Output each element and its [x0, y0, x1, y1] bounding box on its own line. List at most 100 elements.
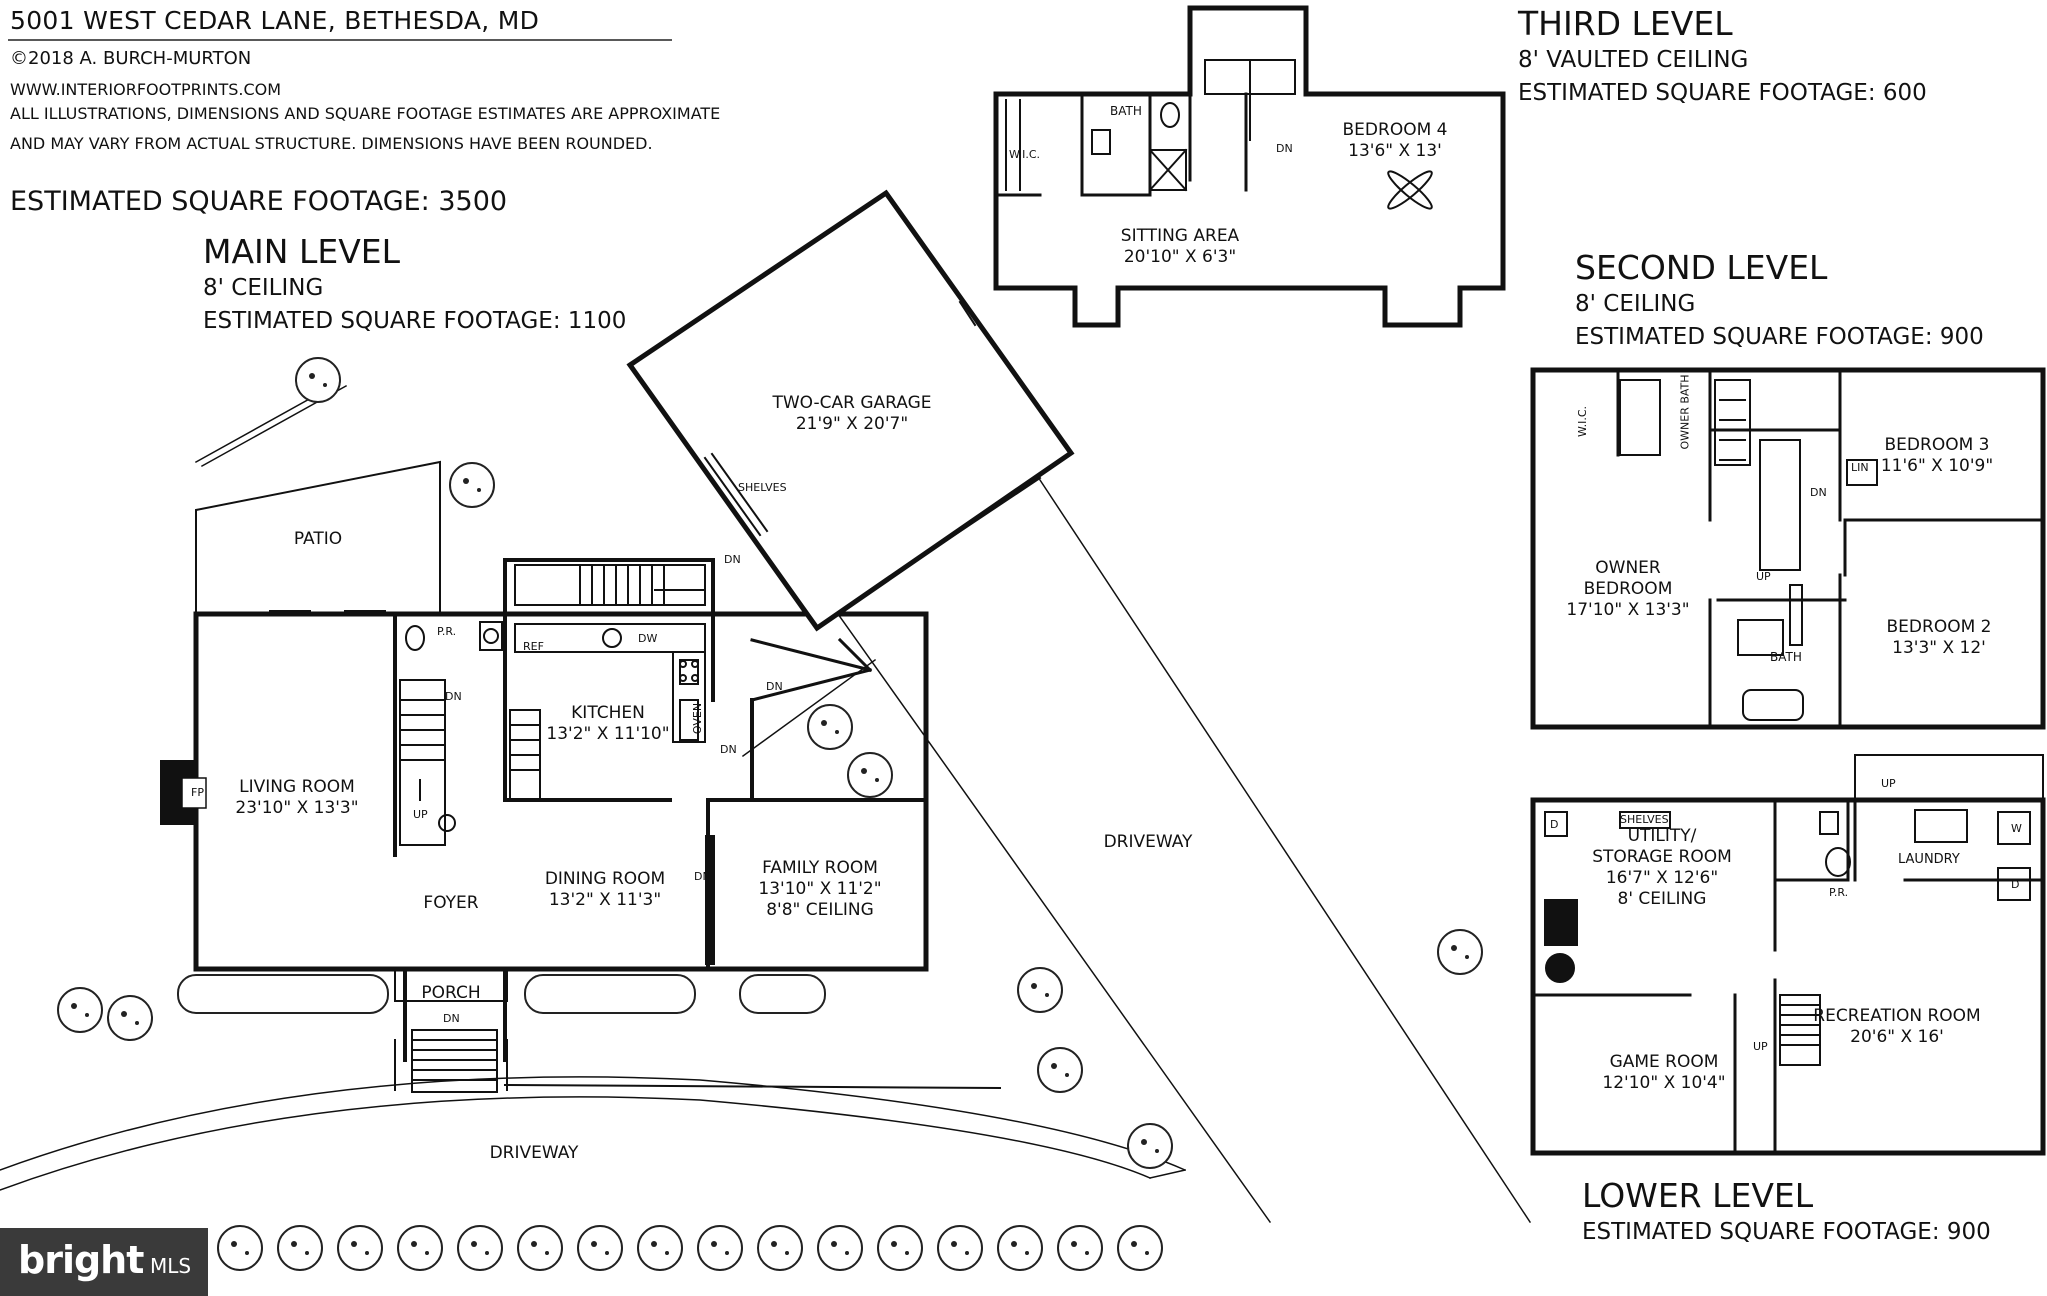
utility-room-ceiling: 8' CEILING: [1617, 889, 1707, 909]
bedroom-4-name: BEDROOM 4: [1342, 120, 1448, 140]
kitchen-dimensions: 13'2" X 11'10": [546, 724, 670, 744]
second-stairs-up-label: UP: [1756, 570, 1771, 583]
bedroom-2-label: BEDROOM 2 13'3" X 12': [1887, 617, 1992, 659]
lower-d-label: D: [1550, 818, 1559, 831]
main-level-sqft: ESTIMATED SQUARE FOOTAGE: 1100: [203, 308, 627, 334]
sitting-area-name: SITTING AREA: [1120, 226, 1240, 246]
foyer-label: FOYER: [423, 893, 479, 913]
family-room-name: FAMILY ROOM: [762, 858, 878, 878]
laundry-label: LAUNDRY: [1898, 852, 1960, 867]
landscape-bushes: [57, 357, 1483, 1271]
sitting-area-label: SITTING AREA 20'10" X 6'3": [1121, 226, 1239, 268]
porch-label: PORCH: [421, 983, 481, 1003]
living-room-dimensions: 23'10" X 13'3": [235, 798, 359, 818]
lower-level-sqft: ESTIMATED SQUARE FOOTAGE: 900: [1582, 1219, 1991, 1245]
third-level-title: THIRD LEVEL: [1518, 4, 1733, 43]
porch-stairs-label: DN: [443, 1012, 460, 1025]
main-level-ceiling: 8' CEILING: [203, 275, 324, 301]
living-room-name: LIVING ROOM: [239, 777, 355, 797]
family-stairs-down-label: DN: [720, 743, 737, 756]
oven-label: OVEN: [691, 702, 705, 735]
dining-room-dimensions: 13'2" X 11'3": [548, 890, 662, 910]
property-address: 5001 WEST CEDAR LANE, BETHESDA, MD: [10, 6, 540, 35]
bedroom-4-label: BEDROOM 4 13'6" X 13': [1343, 120, 1448, 162]
total-square-footage: ESTIMATED SQUARE FOOTAGE: 3500: [10, 186, 508, 217]
owner-bedroom-label: OWNER BEDROOM 17'10" X 13'3": [1566, 558, 1689, 621]
bedroom-3-name: BEDROOM 3: [1884, 435, 1990, 455]
refrigerator-label: REF: [523, 640, 544, 653]
bedroom-4-dimensions: 13'6" X 13': [1348, 141, 1442, 161]
washer-label: W: [2011, 822, 2022, 835]
disclaimer-line-1: ALL ILLUSTRATIONS, DIMENSIONS AND SQUARE…: [10, 104, 721, 123]
dining-room-label: DINING ROOM 13'2" X 11'3": [545, 869, 665, 911]
recreation-room-dimensions: 20'6" X 16': [1850, 1027, 1944, 1047]
kitchen-name: KITCHEN: [571, 703, 645, 723]
main-level-title: MAIN LEVEL: [203, 232, 401, 271]
third-wic-label: W.I.C.: [1009, 148, 1041, 161]
family-room-label: FAMILY ROOM 13'10" X 11'2" 8'8" CEILING: [758, 858, 881, 921]
third-level-sqft: ESTIMATED SQUARE FOOTAGE: 600: [1518, 80, 1927, 106]
owner-bath-label: OWNER BATH: [1678, 374, 1692, 450]
kitchen-stairs-down-label: DN: [724, 553, 741, 566]
bright-mls-logo-brand: bright: [18, 1238, 144, 1282]
dining-room-name: DINING ROOM: [544, 869, 666, 889]
lower-shelves-label: SHELVES: [1620, 813, 1669, 826]
front-driveway-label: DRIVEWAY: [489, 1143, 579, 1163]
sitting-area-dimensions: 20'10" X 6'3": [1123, 247, 1237, 267]
kitchen-label: KITCHEN 13'2" X 11'10": [546, 703, 669, 745]
second-wic-label: W.I.C.: [1576, 405, 1590, 438]
utility-room-dimensions: 16'7" X 12'6": [1605, 868, 1719, 888]
garage-stairs-down-label: DN: [766, 680, 783, 693]
dryer-label: D: [2011, 878, 2020, 891]
game-room-name: GAME ROOM: [1609, 1052, 1719, 1072]
bedroom-2-name: BEDROOM 2: [1886, 617, 1992, 637]
lower-stairs-up-label-2: UP: [1753, 1040, 1768, 1053]
utility-room-label: UTILITY/ STORAGE ROOM 16'7" X 12'6" 8' C…: [1592, 826, 1732, 910]
third-level-heading: THIRD LEVEL 8' VAULTED CEILING ESTIMATED…: [1518, 4, 1927, 110]
main-stairs-up-label: UP: [413, 808, 428, 821]
owner-bedroom-dimensions: 17'10" X 13'3": [1566, 600, 1690, 620]
second-bath-label: BATH: [1770, 650, 1802, 664]
main-level-heading: MAIN LEVEL 8' CEILING ESTIMATED SQUARE F…: [203, 232, 626, 338]
garage-label: TWO-CAR GARAGE 21'9" X 20'7": [772, 393, 931, 435]
recreation-room-name: RECREATION ROOM: [1813, 1006, 1981, 1026]
owner-bedroom-name-2: BEDROOM: [1583, 579, 1673, 599]
dining-stairs-down-label: DN: [694, 870, 711, 883]
living-room-label: LIVING ROOM 23'10" X 13'3": [235, 777, 358, 819]
recreation-room-label: RECREATION ROOM 20'6" X 16': [1813, 1006, 1980, 1048]
second-stairs-down-label: DN: [1810, 486, 1827, 499]
bright-mls-logo: bright MLS: [0, 1228, 208, 1296]
linen-closet-label: LIN: [1851, 461, 1869, 474]
lower-level-heading: LOWER LEVEL ESTIMATED SQUARE FOOTAGE: 90…: [1582, 1176, 1991, 1249]
bright-mls-logo-suffix: MLS: [150, 1254, 192, 1278]
disclaimer-line-2: AND MAY VARY FROM ACTUAL STRUCTURE. DIME…: [10, 134, 653, 153]
third-level-ceiling: 8' VAULTED CEILING: [1518, 47, 1749, 73]
second-level-heading: SECOND LEVEL 8' CEILING ESTIMATED SQUARE…: [1575, 248, 1984, 354]
bedroom-2-dimensions: 13'3" X 12': [1892, 638, 1986, 658]
second-level-ceiling: 8' CEILING: [1575, 291, 1696, 317]
game-room-dimensions: 12'10" X 10'4": [1602, 1073, 1726, 1093]
patio-label: PATIO: [293, 529, 343, 549]
bedroom-3-dimensions: 11'6" X 10'9": [1880, 456, 1994, 476]
powder-room-label: P.R.: [437, 625, 457, 638]
lower-stairs-up-label: UP: [1881, 777, 1896, 790]
family-room-ceiling: 8'8" CEILING: [766, 900, 874, 920]
main-stairs-down-label: DN: [445, 690, 462, 703]
game-room-label: GAME ROOM 12'10" X 10'4": [1602, 1052, 1725, 1094]
dishwasher-label: DW: [638, 632, 658, 645]
lower-level-title: LOWER LEVEL: [1582, 1176, 1814, 1215]
side-driveway-label: DRIVEWAY: [1103, 832, 1193, 852]
garage-name: TWO-CAR GARAGE: [772, 393, 932, 413]
third-stairs-down-label: DN: [1276, 142, 1293, 155]
second-level-plan: [1530, 367, 2046, 730]
utility-room-name-1: UTILITY/: [1627, 826, 1697, 846]
lower-level-plan: [1530, 754, 2046, 1156]
family-room-dimensions: 13'10" X 11'2": [758, 879, 882, 899]
website-text: WWW.INTERIORFOOTPRINTS.COM: [10, 80, 282, 99]
garage-dimensions: 21'9" X 20'7": [795, 414, 909, 434]
bedroom-3-label: BEDROOM 3 11'6" X 10'9": [1881, 435, 1993, 477]
main-level-plan: [0, 189, 1532, 1224]
third-bath-label: BATH: [1110, 104, 1142, 118]
owner-bedroom-name-1: OWNER: [1595, 558, 1661, 578]
